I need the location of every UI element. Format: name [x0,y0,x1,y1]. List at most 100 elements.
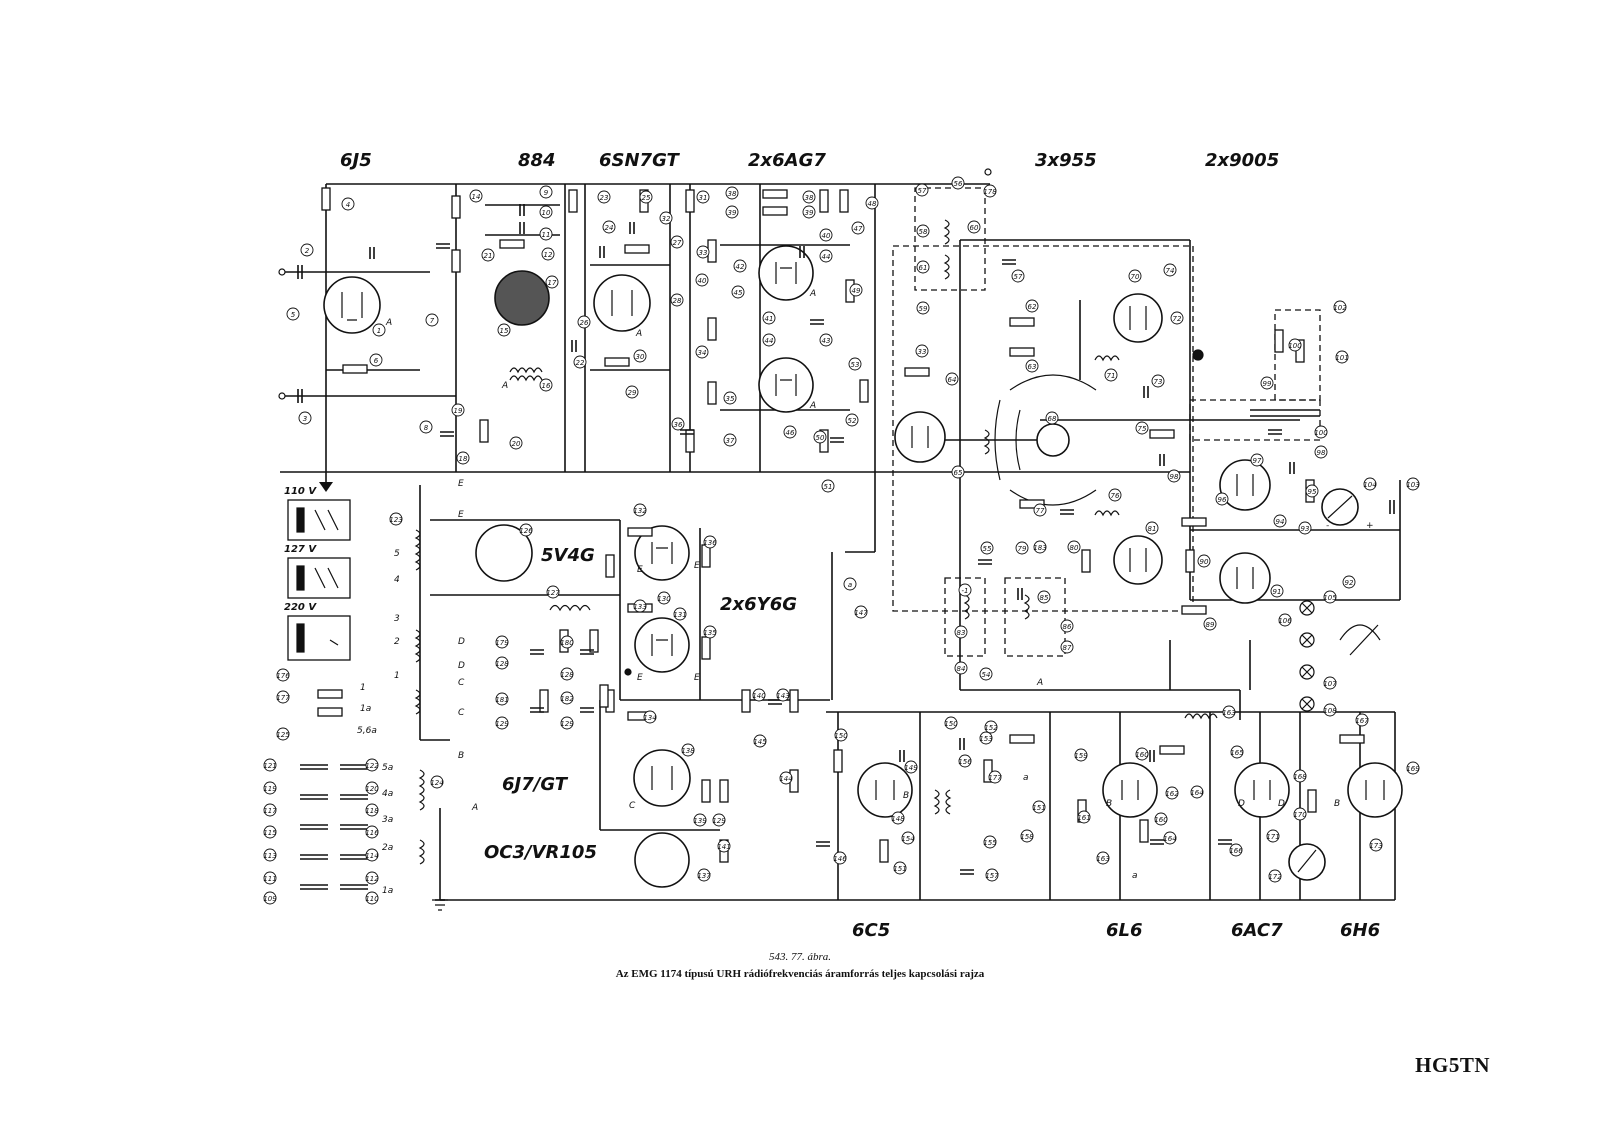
figure-number: 543. 77. ábra. [768,951,832,963]
svg-text:D: D [458,661,465,671]
svg-text:26: 26 [580,319,589,327]
svg-text:98: 98 [1170,473,1179,481]
svg-text:124: 124 [430,779,443,787]
svg-text:105: 105 [1323,594,1337,602]
svg-text:6: 6 [374,357,379,365]
svg-text:86: 86 [1063,623,1072,631]
svg-text:178: 178 [983,188,997,196]
svg-text:101: 101 [1335,354,1348,362]
svg-text:144: 144 [779,775,792,783]
svg-text:75: 75 [1138,425,1147,433]
svg-text:9: 9 [544,189,549,197]
svg-text:152: 152 [984,724,998,732]
svg-text:150: 150 [834,732,848,740]
svg-text:15: 15 [500,327,509,335]
svg-text:31: 31 [699,194,708,202]
svg-text:131: 131 [673,611,686,619]
label-3x955: 3x955 [1035,150,1097,171]
svg-text:C: C [458,708,465,718]
terminals [278,168,1204,676]
svg-text:150: 150 [944,720,958,728]
label-5v4g: 5V4G [541,545,595,566]
svg-text:34: 34 [698,349,707,357]
label-2x6y6g: 2x6Y6G [720,594,797,615]
tube-955-c [1113,535,1163,585]
svg-text:158: 158 [1020,833,1034,841]
svg-text:161: 161 [1077,814,1090,822]
svg-text:47: 47 [854,225,863,233]
tube-955-a [894,411,946,463]
svg-text:96: 96 [1218,496,1227,504]
svg-text:151: 151 [1032,804,1045,812]
svg-text:148: 148 [891,815,905,823]
svg-text:121: 121 [263,762,276,770]
shield-enclosures [892,187,1321,657]
svg-text:56: 56 [954,180,963,188]
tube-6sn7gt [593,274,651,332]
svg-text:C: C [629,801,636,811]
svg-text:44: 44 [822,253,831,261]
svg-text:94: 94 [1276,518,1285,526]
svg-text:104: 104 [1363,481,1376,489]
svg-text:155: 155 [983,839,997,847]
pilot-lamps [1299,600,1381,712]
tube-6y6g-a [634,525,690,581]
svg-text:62: 62 [1028,303,1037,311]
svg-text:B: B [903,791,909,801]
svg-text:58: 58 [919,228,928,236]
label-6ac7: 6AC7 [1231,920,1283,941]
svg-text:C: C [458,678,465,688]
svg-text:5a: 5a [382,763,393,773]
svg-text:164: 164 [1190,789,1203,797]
label-6l6: 6L6 [1106,920,1143,941]
svg-text:8: 8 [424,424,429,432]
svg-text:123: 123 [389,516,402,524]
svg-text:E: E [637,673,643,683]
svg-text:132: 132 [633,507,647,515]
svg-text:122: 122 [365,762,379,770]
svg-text:57: 57 [918,187,927,195]
svg-text:5,6a: 5,6a [357,726,377,736]
svg-text:165: 165 [1230,749,1244,757]
tube-6h6 [1347,762,1403,818]
svg-text:2: 2 [305,247,310,255]
tube-6j7gt [633,749,691,807]
label-2x6ag7: 2x6AG7 [748,150,826,171]
svg-text:116: 116 [365,829,379,837]
svg-text:33: 33 [699,249,708,257]
svg-text:40: 40 [698,277,707,285]
svg-text:76: 76 [1111,492,1120,500]
svg-text:73: 73 [1154,378,1163,386]
svg-text:36: 36 [674,421,683,429]
resistors [317,187,1365,863]
svg-text:E: E [694,561,700,571]
svg-text:A: A [809,401,816,411]
svg-text:128: 128 [560,671,574,679]
svg-text:183: 183 [1033,544,1046,552]
svg-text:100: 100 [1314,429,1328,437]
svg-text:120: 120 [365,785,379,793]
svg-text:-: - [1326,521,1329,531]
svg-text:145: 145 [753,738,767,746]
wiring [280,183,1401,911]
tube-6ag7-b [758,357,814,413]
svg-text:154: 154 [901,835,914,843]
svg-text:163: 163 [1096,855,1109,863]
svg-text:109: 109 [263,895,277,903]
svg-text:5: 5 [291,311,296,319]
svg-text:160: 160 [1135,751,1149,759]
svg-text:3: 3 [303,415,307,423]
svg-text:103: 103 [1406,481,1419,489]
svg-text:159: 159 [1074,752,1088,760]
svg-text:38: 38 [805,194,814,202]
meter-172 [1288,843,1326,881]
svg-text:57: 57 [1014,273,1023,281]
svg-text:167: 167 [1355,717,1369,725]
svg-text:107: 107 [1323,680,1337,688]
svg-text:3: 3 [394,614,400,624]
svg-text:108: 108 [1323,707,1337,715]
svg-text:89: 89 [1206,621,1215,629]
voltage-220v: 220 V [284,602,317,613]
svg-text:111: 111 [263,875,276,883]
svg-text:5: 5 [394,549,400,559]
